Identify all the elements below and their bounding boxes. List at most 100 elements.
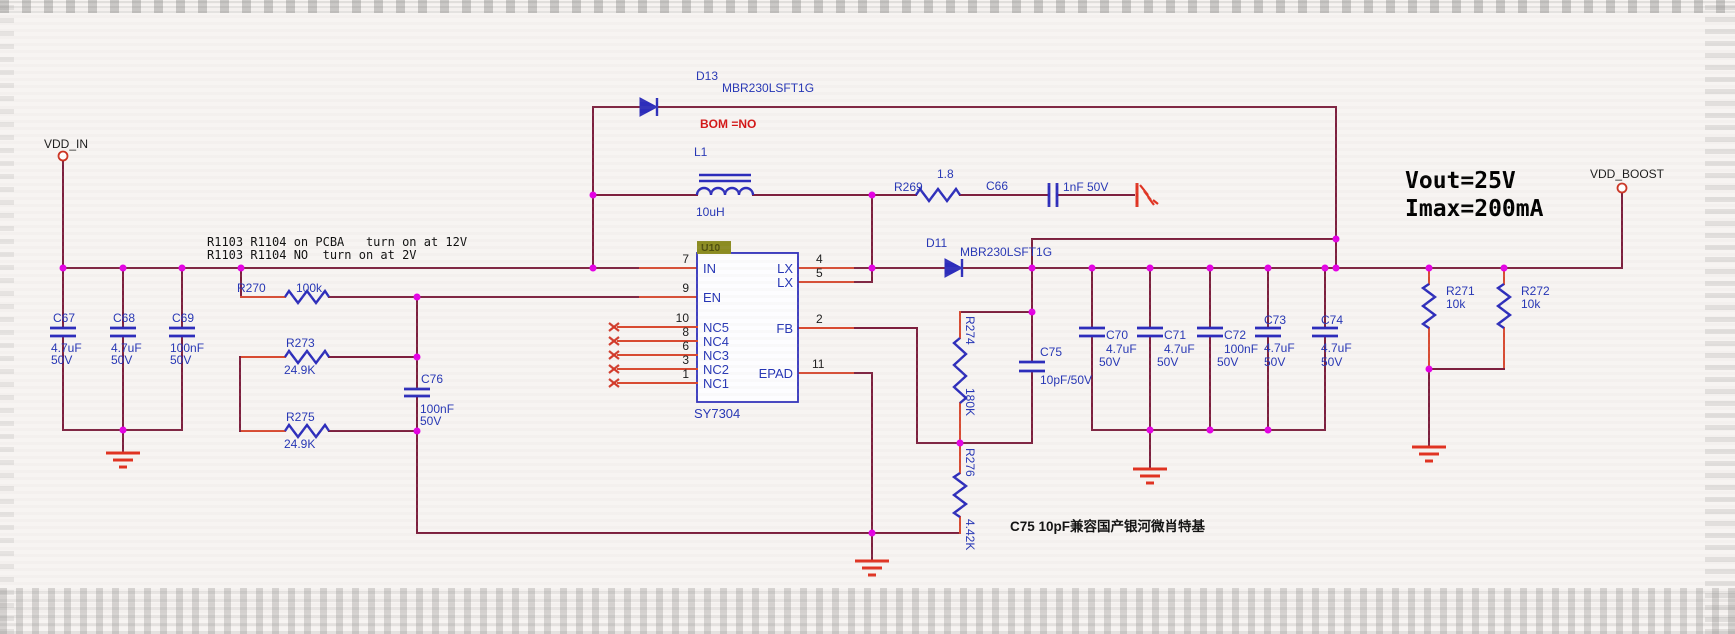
c67-voltage: 50V: [51, 353, 72, 367]
pin-num-7: 7: [682, 252, 689, 266]
c67-ref: C67: [53, 311, 75, 325]
c68-ref: C68: [113, 311, 135, 325]
pin-name-nc3: NC3: [703, 348, 729, 363]
component-c73: C73 4.7uF 50V: [1255, 313, 1295, 369]
chassis-ground-icon: [1135, 183, 1159, 207]
pin-num-10: 10: [676, 311, 690, 325]
r272-value: 10k: [1521, 297, 1541, 311]
c68-value: 4.7uF: [111, 341, 142, 355]
c74-ref: C74: [1321, 313, 1343, 327]
c69-voltage: 50V: [170, 353, 191, 367]
ground-symbol-output-caps: [1133, 467, 1167, 485]
c71-voltage: 50V: [1157, 355, 1178, 369]
c70-voltage: 50V: [1099, 355, 1120, 369]
pin-name-lx1: LX: [777, 261, 793, 276]
port-circle-icon: [1616, 182, 1628, 194]
component-u10-ic: U10 SY7304 IN EN NC5 NC4 NC3 NC2 NC1 LX …: [608, 241, 825, 421]
c73-value: 4.7uF: [1264, 341, 1295, 355]
c70-ref: C70: [1106, 328, 1128, 342]
port-vdd-in: VDD_IN: [44, 137, 88, 162]
r273-ref: R273: [286, 336, 315, 350]
pin-name-en: EN: [703, 290, 721, 305]
c70-value: 4.7uF: [1106, 342, 1137, 356]
component-r276: R276 4.42K: [951, 448, 977, 550]
pcba-note-line1: R1103 R1104 on PCBA turn on at 12V: [207, 235, 467, 249]
imax-spec: Imax=200mA: [1405, 196, 1544, 222]
ground-symbol-epad: [855, 559, 889, 577]
pin-num-5: 5: [816, 266, 823, 280]
pin-num-6: 6: [682, 339, 689, 353]
r275-value: 24.9K: [284, 437, 315, 451]
c75-compat-note: C75 10pF兼容国产银河微肖特基: [1010, 518, 1206, 534]
d13-ref: D13: [696, 69, 718, 83]
component-c75: C75 10pF/50V: [1019, 345, 1092, 387]
component-r271: R271 10k: [1420, 283, 1475, 329]
pin-name-in: IN: [703, 261, 716, 276]
r274-value: 180K: [963, 388, 977, 416]
c76-voltage: 50V: [420, 414, 441, 428]
l1-value: 10uH: [696, 205, 725, 219]
component-c68: C68 4.7uF 50V: [110, 311, 142, 367]
ground-symbol-divider: [1412, 445, 1446, 463]
u10-highlight: [697, 241, 731, 254]
c71-value: 4.7uF: [1164, 342, 1195, 356]
component-d13: D13 MBR230LSFT1G BOM =NO: [639, 69, 814, 131]
c74-voltage: 50V: [1321, 355, 1342, 369]
c76-value: 100nF: [420, 402, 454, 416]
junction-dots: [59, 191, 1508, 537]
c75-value: 10pF/50V: [1040, 373, 1092, 387]
component-c76: C76 100nF 50V: [404, 372, 454, 428]
net-wires: [62, 106, 1623, 561]
pcba-note-line2: R1103 R1104 NO turn on at 2V: [207, 248, 417, 262]
r274-ref: R274: [963, 316, 977, 345]
c69-ref: C69: [172, 311, 194, 325]
port-circle-icon: [57, 150, 69, 162]
pin-name-nc5: NC5: [703, 320, 729, 335]
component-c66: C66 1nF 50V: [986, 179, 1108, 207]
pin-name-nc1: NC1: [703, 376, 729, 391]
component-r270: R270 100k: [237, 281, 330, 305]
vout-spec: Vout=25V: [1405, 168, 1516, 194]
c66-ref: C66: [986, 179, 1008, 193]
component-c71: C71 4.7uF 50V: [1137, 326, 1195, 369]
pin-num-3: 3: [682, 353, 689, 367]
r276-ref: R276: [963, 448, 977, 477]
d13-part: MBR230LSFT1G: [722, 81, 814, 95]
c73-ref: C73: [1264, 313, 1286, 327]
component-r272: R272 10k: [1495, 283, 1550, 329]
r272-ref: R272: [1521, 284, 1550, 298]
r273-value: 24.9K: [284, 363, 315, 377]
c69-value: 100nF: [170, 341, 204, 355]
c68-voltage: 50V: [111, 353, 132, 367]
vdd-boost-label: VDD_BOOST: [1590, 167, 1665, 181]
pin-name-nc4: NC4: [703, 334, 729, 349]
component-r273: R273 24.9K: [284, 336, 330, 377]
c72-ref: C72: [1224, 328, 1246, 342]
diode-icon: [639, 97, 659, 117]
l1-ref: L1: [694, 145, 708, 159]
u10-designator: U10: [701, 242, 720, 254]
annotations: R1103 R1104 on PCBA turn on at 12V R1103…: [207, 168, 1544, 534]
c72-voltage: 50V: [1217, 355, 1238, 369]
c74-value: 4.7uF: [1321, 341, 1352, 355]
c71-ref: C71: [1164, 328, 1186, 342]
component-l1: L1 10uH: [694, 145, 755, 219]
vdd-in-label: VDD_IN: [44, 137, 88, 151]
pin-num-9: 9: [682, 281, 689, 295]
pin-name-nc2: NC2: [703, 362, 729, 377]
r271-ref: R271: [1446, 284, 1475, 298]
diode-icon: [944, 258, 964, 278]
r269-value: 1.8: [937, 167, 954, 181]
pin-num-4: 4: [816, 252, 823, 266]
component-c74: C74 4.7uF 50V: [1312, 313, 1352, 369]
c67-value: 4.7uF: [51, 341, 82, 355]
d13-bom-note: BOM =NO: [700, 117, 756, 131]
c73-voltage: 50V: [1264, 355, 1285, 369]
component-c70: C70 4.7uF 50V: [1079, 326, 1137, 369]
no-connect-x-icon: [608, 322, 620, 388]
pin-num-1: 1: [682, 367, 689, 381]
component-r269: R269 1.8: [894, 167, 961, 203]
pin-num-8: 8: [682, 325, 689, 339]
